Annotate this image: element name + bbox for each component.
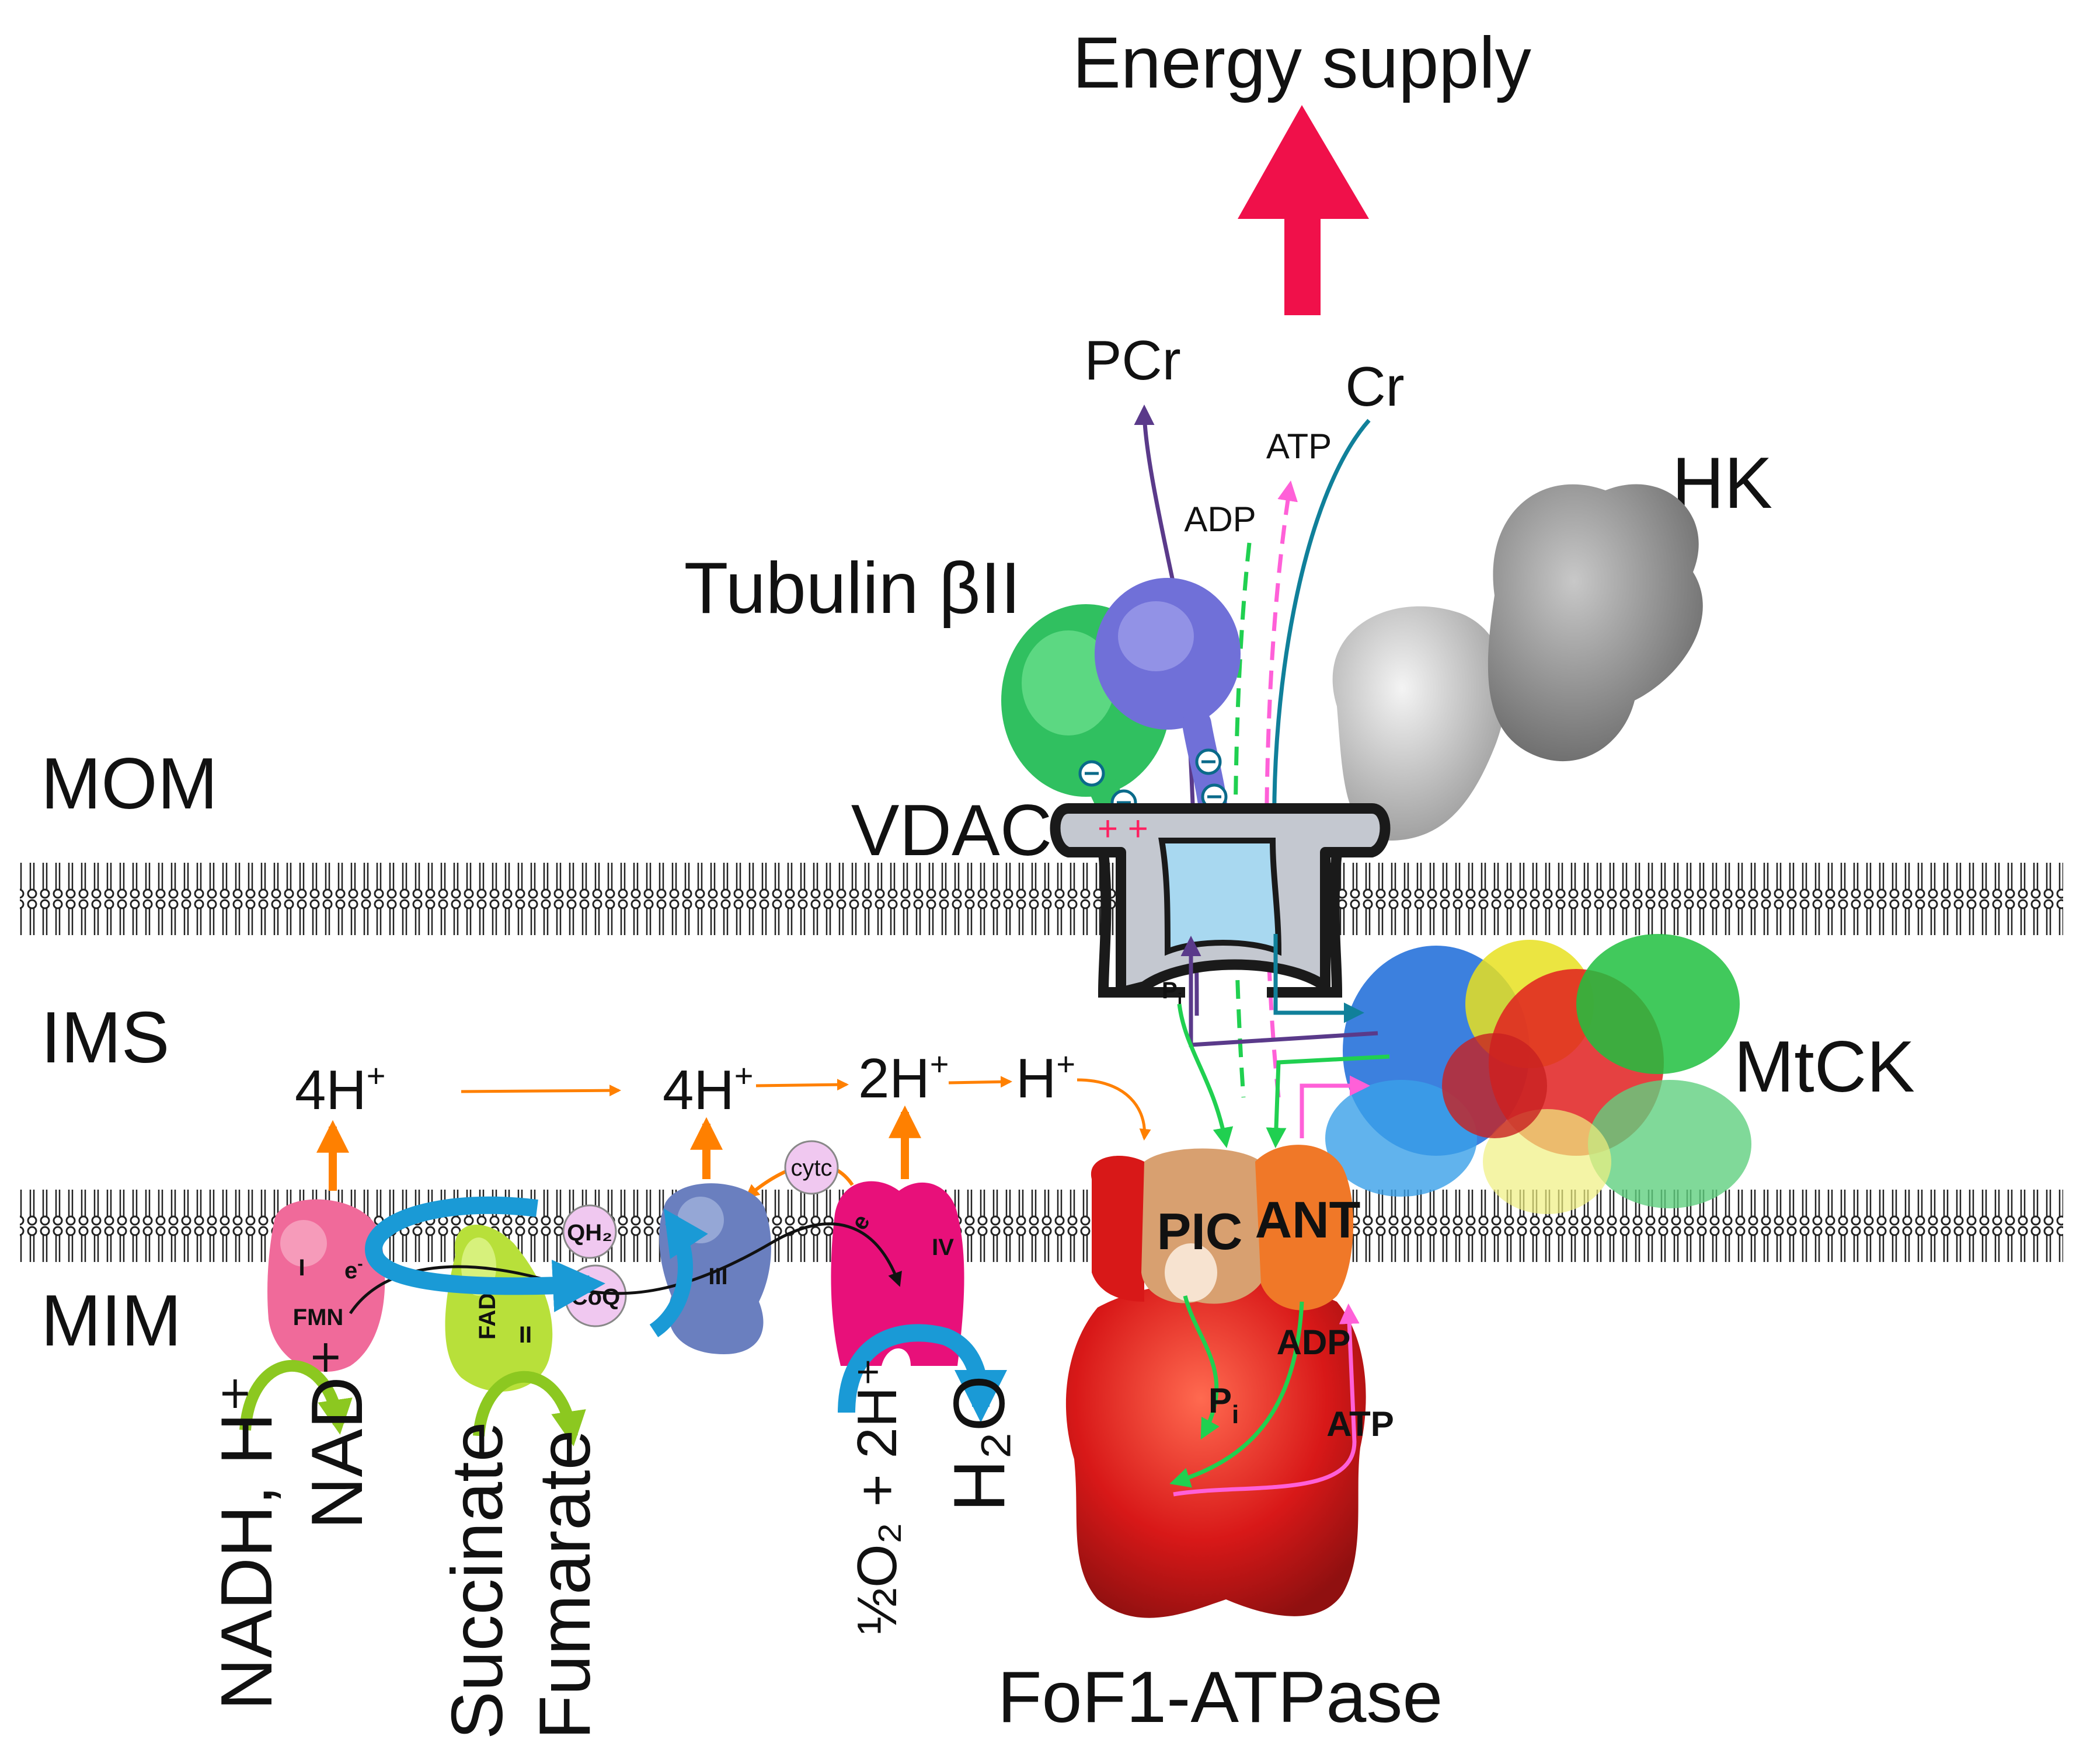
nadh-label: NADH, H⁺ xyxy=(207,1375,287,1710)
atp-out-arrow xyxy=(1265,480,1298,1098)
adp-matrix-label: ADP xyxy=(1277,1323,1351,1362)
cytc-bubble xyxy=(784,1140,839,1195)
tubulin-label: Tubulin βII xyxy=(684,548,1021,629)
nadh-arrow xyxy=(239,1359,353,1435)
atp-to-mtck-arrow xyxy=(1300,1075,1370,1138)
hexokinase-protein xyxy=(1332,484,1703,841)
water-label: H₂O xyxy=(939,1375,1020,1512)
mtck-octamer xyxy=(1325,934,1751,1214)
outer-membrane xyxy=(20,863,2063,944)
vdac-label: VDAC xyxy=(851,790,1053,871)
complex-iv-label: IV xyxy=(932,1235,954,1260)
cr-ims-arrow xyxy=(1273,934,1364,1023)
mtck-label: MtCK xyxy=(1734,1027,1915,1107)
pi-matrix-arrow xyxy=(1183,1295,1220,1440)
complex-i xyxy=(267,1199,385,1372)
energy-supply-title: Energy supply xyxy=(1072,23,1531,103)
fof1-label: FoF1-ATPase xyxy=(998,1657,1443,1738)
mom-label: MOM xyxy=(41,744,218,824)
energy-supply-arrow xyxy=(1238,105,1369,315)
fad-label: FAD xyxy=(475,1293,500,1340)
e-label-1: e- xyxy=(344,1254,363,1284)
pi-vdac-main: P xyxy=(1162,978,1178,1003)
fumarate-label: Fumarate xyxy=(525,1430,605,1739)
complex-i-label: I xyxy=(298,1255,305,1281)
complex-ii-label: II xyxy=(519,1322,532,1348)
electron-loop-black xyxy=(349,1222,902,1315)
mim-label: MIM xyxy=(41,1281,182,1361)
succinate-label: Succinate xyxy=(437,1421,518,1739)
vdac-channel: + + xyxy=(1050,803,1391,998)
ims-label: IMS xyxy=(41,998,169,1078)
adp-matrix-arrow xyxy=(1169,1301,1304,1488)
cytc-label: cytc xyxy=(790,1155,832,1181)
atp-matrix-label: ATP xyxy=(1326,1404,1394,1444)
pic-carrier xyxy=(1141,1148,1267,1304)
hk-label: HK xyxy=(1672,443,1772,524)
proton-labels: 4H+ 4H+ 2H+ H+ xyxy=(295,1045,1075,1121)
adp-to-ant-arrow xyxy=(1266,1054,1390,1148)
atp-top-label: ATP xyxy=(1266,427,1332,466)
pic-label: PIC xyxy=(1157,1202,1243,1260)
pi-matrix-label: Pi xyxy=(1208,1381,1239,1429)
qh2-bubble xyxy=(562,1204,617,1259)
proton-label-1: 4H+ xyxy=(295,1057,385,1121)
proton-arrows xyxy=(316,1076,1151,1199)
pi-vdac-label: Pi xyxy=(1162,978,1182,1009)
q-cycle-arrow xyxy=(364,1196,605,1312)
succinate-arrow xyxy=(473,1371,586,1446)
svg-text:+ +: + + xyxy=(1098,809,1148,848)
ant-label: ANT xyxy=(1255,1191,1361,1249)
proton-label-3: 2H+ xyxy=(858,1045,949,1110)
ant-carrier xyxy=(1255,1145,1354,1310)
pcr-label: PCr xyxy=(1084,329,1180,392)
cr-label: Cr xyxy=(1345,355,1404,418)
adp-top-label: ADP xyxy=(1184,500,1256,539)
nad-label: NAD⁺ xyxy=(297,1338,378,1529)
qh2-label: QH₂ xyxy=(567,1220,612,1246)
pi-vdac-sub: i xyxy=(1178,990,1182,1009)
fmn-label: FMN xyxy=(293,1305,344,1330)
oxygen-reduction-arrow xyxy=(838,1324,1007,1423)
pi-to-pic-arrow xyxy=(1177,1003,1234,1148)
atp-matrix-arrow xyxy=(1173,1303,1360,1497)
oxygen-label: ½O₂ + 2H⁺ xyxy=(846,1357,908,1634)
proton-label-4: H+ xyxy=(1016,1045,1075,1110)
cr-arrow xyxy=(1265,419,1371,874)
proton-label-2: 4H+ xyxy=(663,1057,753,1121)
q-cycle-arrow-2 xyxy=(649,1208,708,1337)
